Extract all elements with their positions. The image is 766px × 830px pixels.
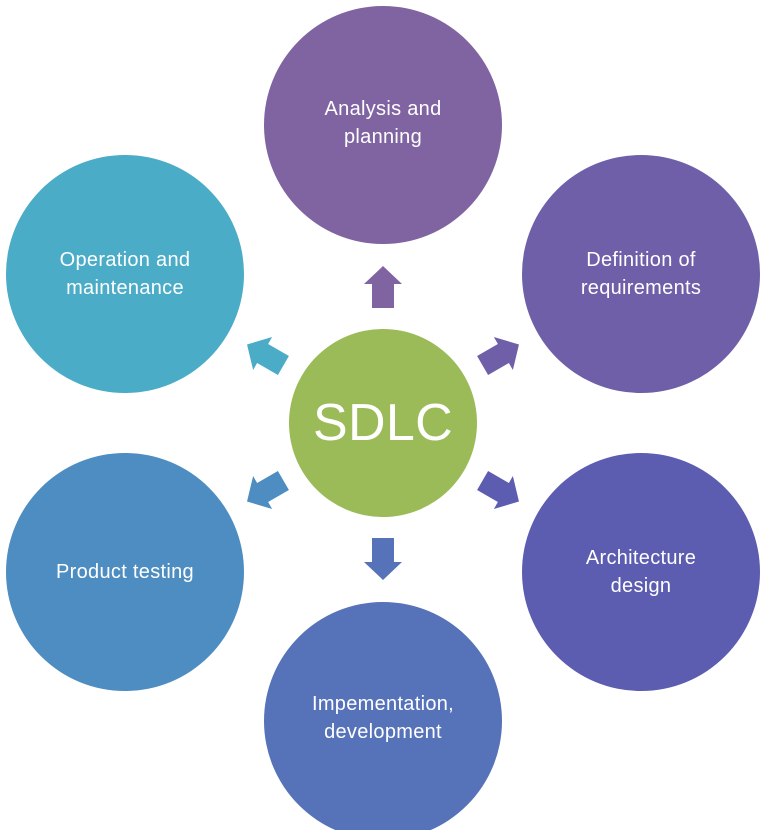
stage-label: Impementation, development [311, 693, 455, 743]
stage-analysis-planning: Analysis and planning [264, 6, 502, 244]
arrow-icon [477, 337, 519, 376]
stage-label: Architecture design [585, 547, 697, 597]
stage-label: Definition of requirements [580, 249, 702, 299]
arrow-icon [247, 337, 289, 376]
center-label: SDLC [313, 394, 453, 452]
stage-label: Operation and maintenance [59, 249, 191, 299]
center-node-sdlc: SDLC [289, 329, 477, 517]
arrow-icon [247, 470, 289, 509]
stage-implementation-development: Impementation, development [264, 602, 502, 830]
stage-label: Analysis and planning [324, 98, 442, 148]
arrow-icon [364, 266, 402, 308]
stage-architecture-design: Architecture design [522, 453, 760, 691]
stage-product-testing: Product testing [6, 453, 244, 691]
stage-label: Product testing [56, 561, 194, 583]
arrow-icon [477, 470, 519, 509]
stage-operation-maintenance: Operation and maintenance [6, 155, 244, 393]
stage-definition-requirements: Definition of requirements [522, 155, 760, 393]
arrow-icon [364, 538, 402, 580]
